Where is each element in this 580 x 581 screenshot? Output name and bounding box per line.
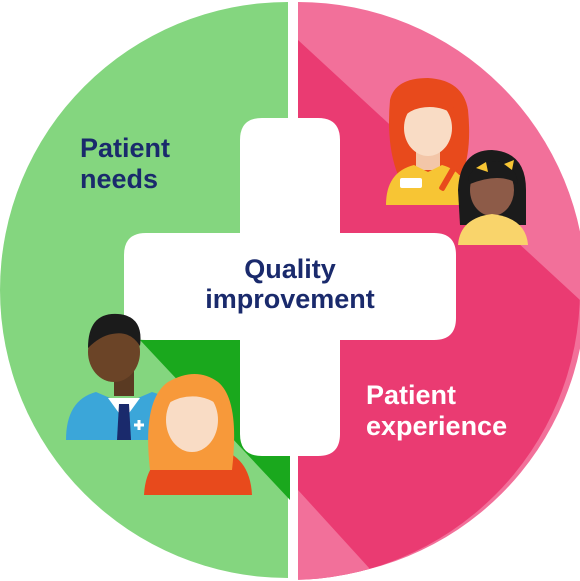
medical-cross [124,118,456,456]
patient-needs-line-2: needs [80,164,159,195]
woman-icon [144,374,252,495]
quality-improvement-line-2: improvement [205,284,375,315]
patient-needs-line-1: Patient [80,133,171,163]
female-nurse-icon [386,78,470,205]
patient-experience-line-1: Patient [366,380,457,410]
girl-icon [458,150,528,245]
quality-improvement-line-1: Quality [244,254,336,284]
patient-experience-label: Patient experience [366,380,566,442]
quality-improvement-label: Quality improvement [150,254,430,314]
patient-needs-label: Patient needs [80,133,220,195]
patient-experience-line-2: experience [366,411,508,442]
